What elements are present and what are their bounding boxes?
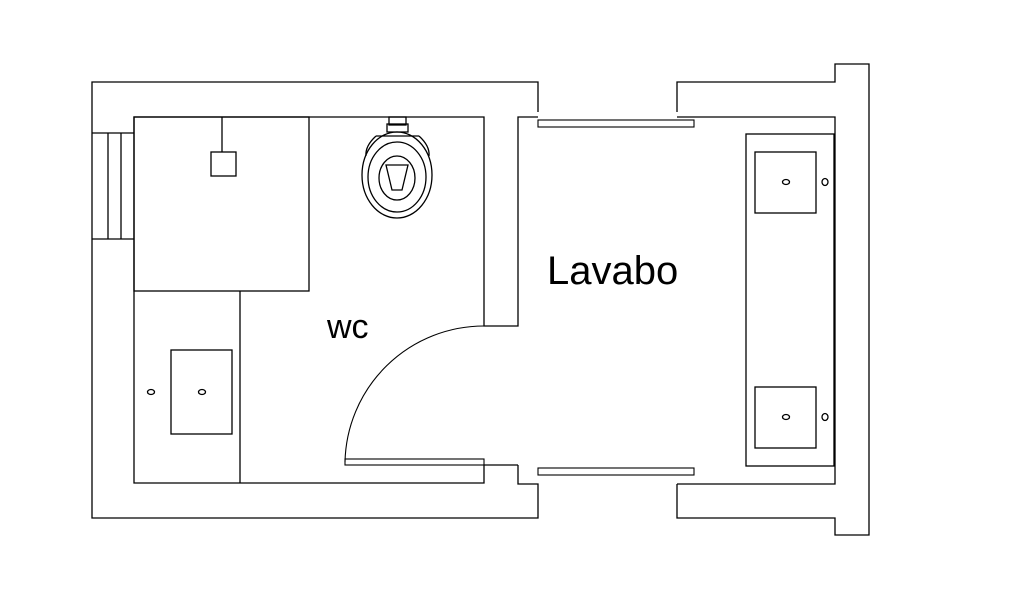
- double-vanity: [745, 133, 835, 467]
- room-label-wc: wc: [326, 308, 369, 346]
- shower-tray: [133, 116, 310, 292]
- lavabo-walls: [676, 63, 870, 536]
- vanity-sink-bottom: [754, 386, 817, 449]
- wc-sink-basin: [170, 349, 233, 435]
- lavabo-sliding-doors: [537, 119, 695, 476]
- vanity-sink-top: [754, 151, 817, 214]
- wc-sink-cabinet: [146, 291, 241, 483]
- wc-door: [344, 325, 485, 466]
- window-left: [92, 132, 134, 240]
- shower-drain: [210, 151, 237, 177]
- toilet: [361, 116, 433, 219]
- wc-walls: [91, 81, 539, 519]
- room-label-lavabo: Lavabo: [547, 249, 678, 293]
